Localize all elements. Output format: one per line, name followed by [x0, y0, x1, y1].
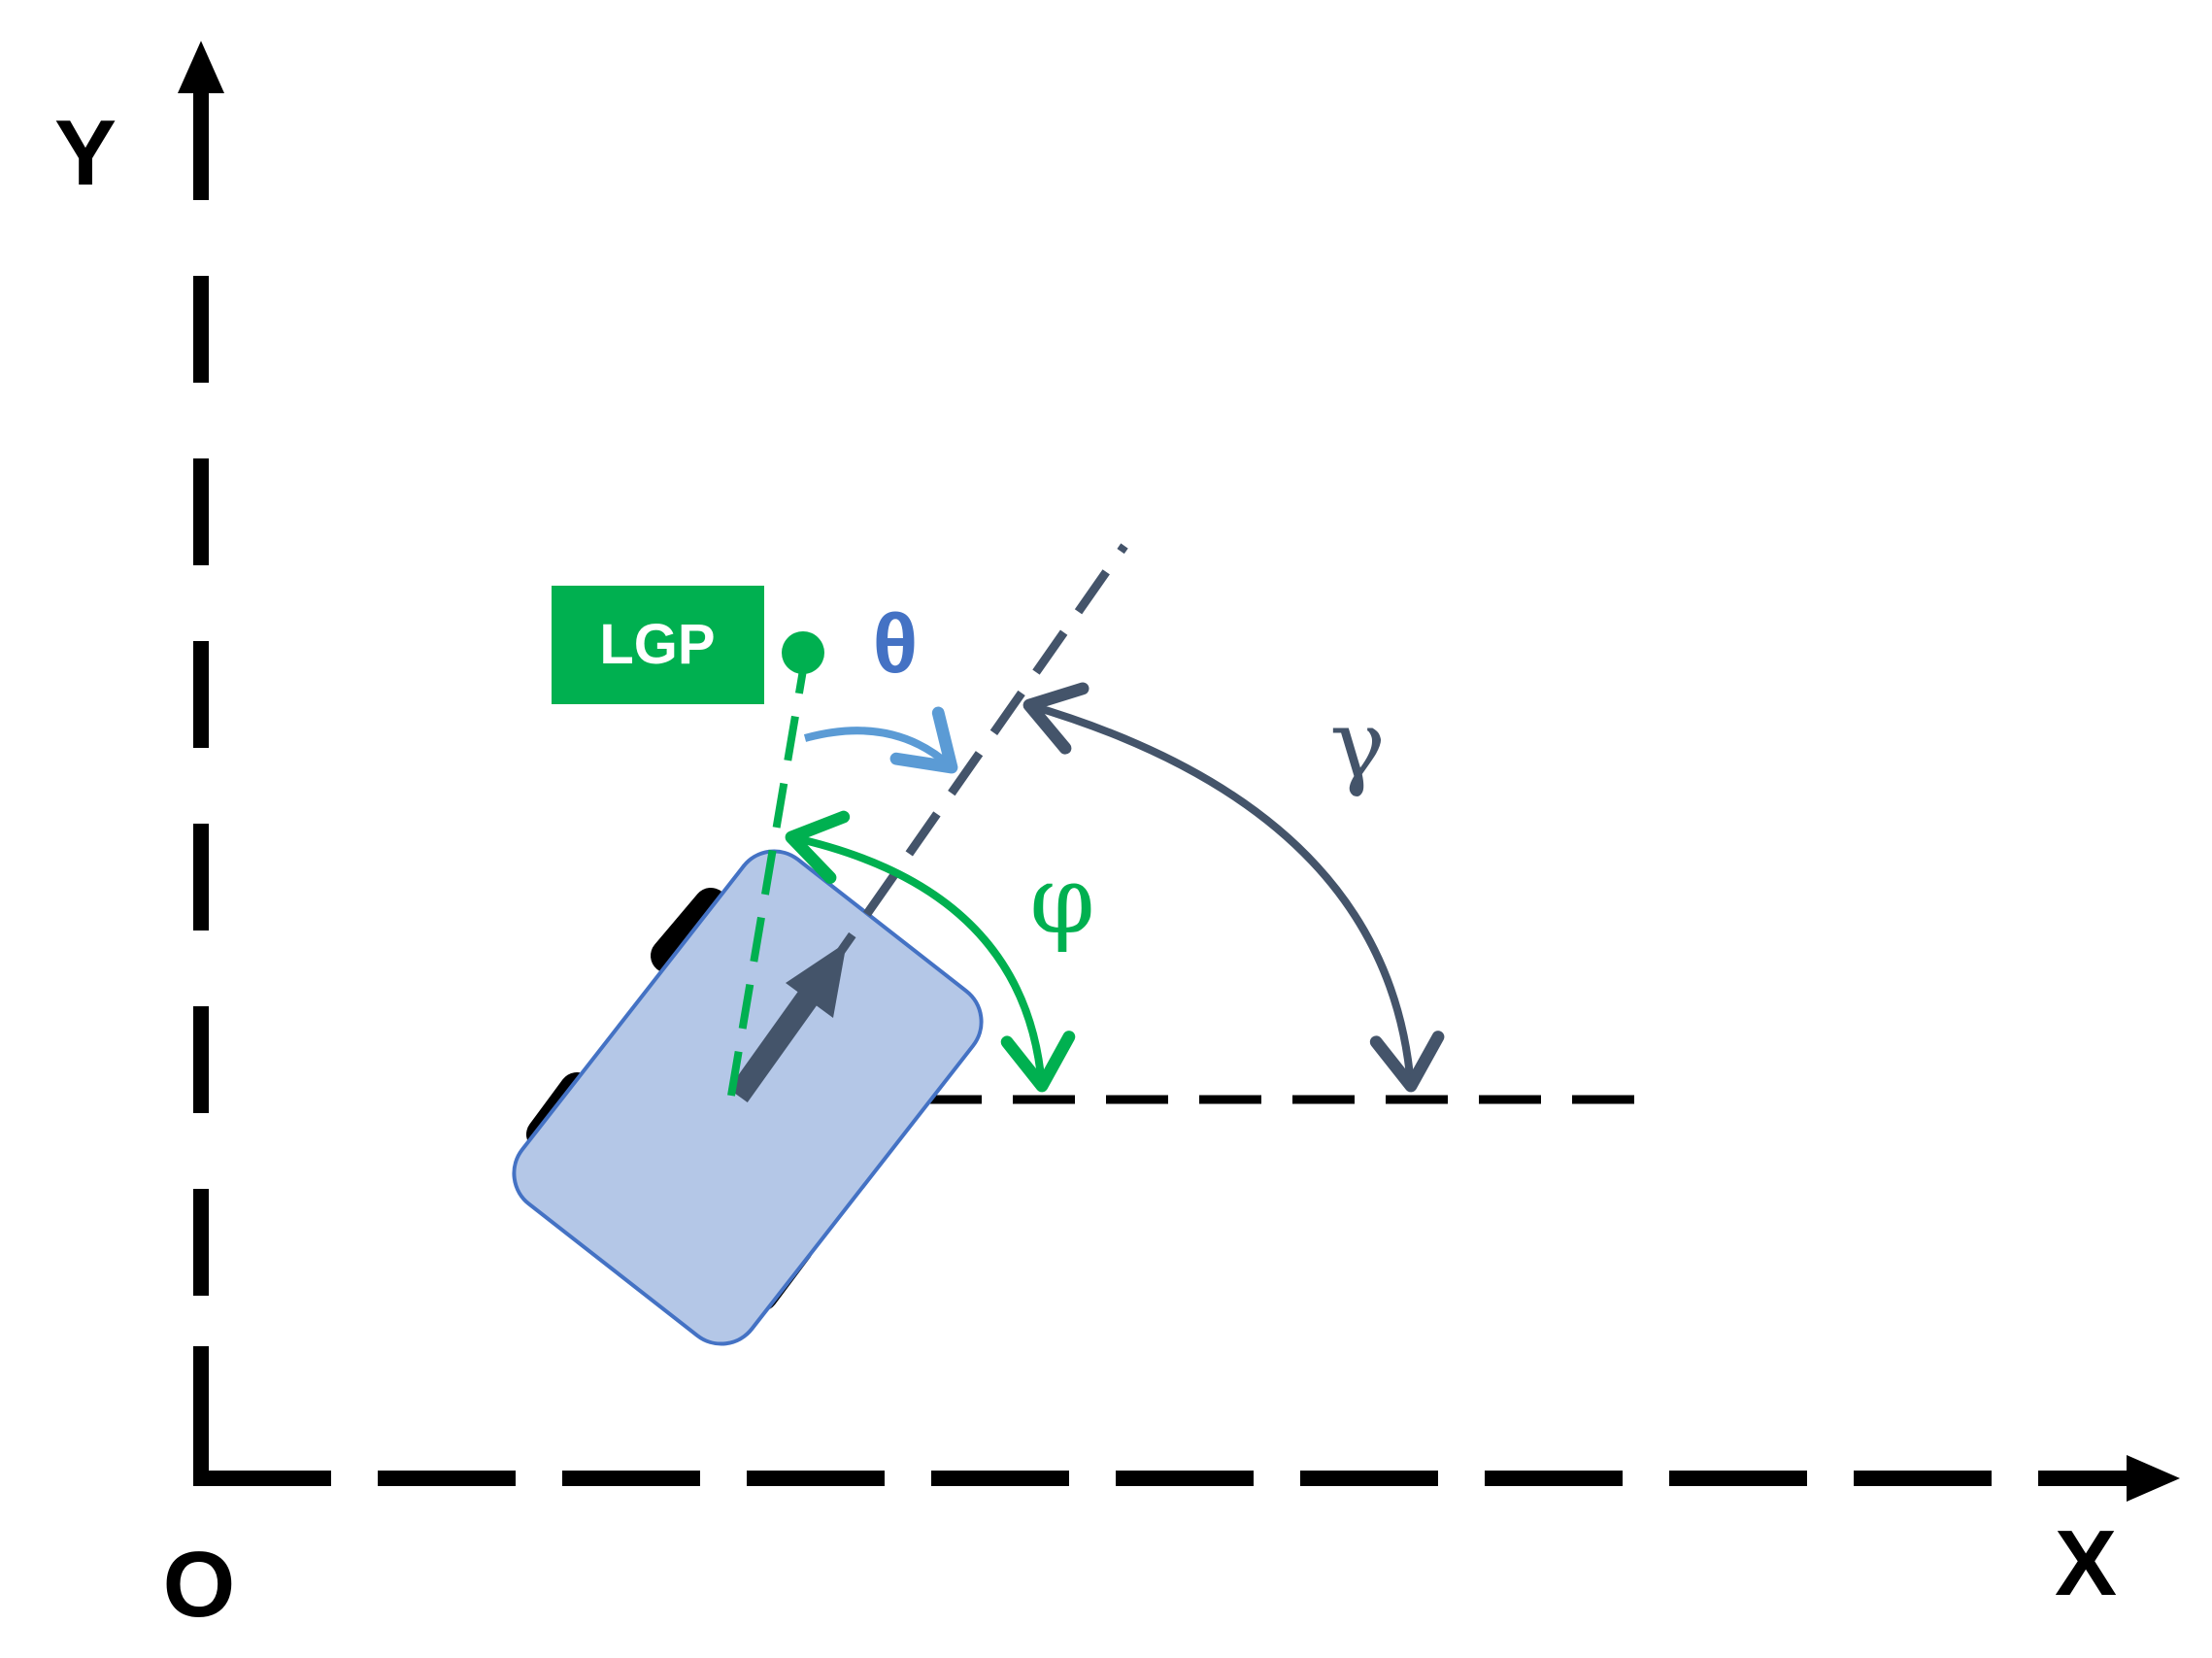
y-axis-label: Y: [54, 101, 117, 205]
x-axis-label: X: [2055, 1511, 2117, 1615]
gamma-arc: [1022, 682, 1445, 1093]
wheel-front-left: [651, 888, 728, 973]
gamma-label: γ: [1329, 691, 1385, 799]
lgp-direction-line: [727, 652, 810, 1097]
y-axis-arrowhead: [178, 41, 224, 93]
origin-label: O: [163, 1533, 236, 1637]
phi-label: φ: [1029, 846, 1094, 955]
lgp-label-box: [552, 586, 764, 704]
theta-label: θ: [873, 597, 919, 691]
x-axis-arrowhead: [2127, 1455, 2180, 1502]
theta-arc: [803, 706, 958, 774]
lgp-label: LGP: [599, 613, 715, 676]
lgp-point: [782, 631, 824, 674]
